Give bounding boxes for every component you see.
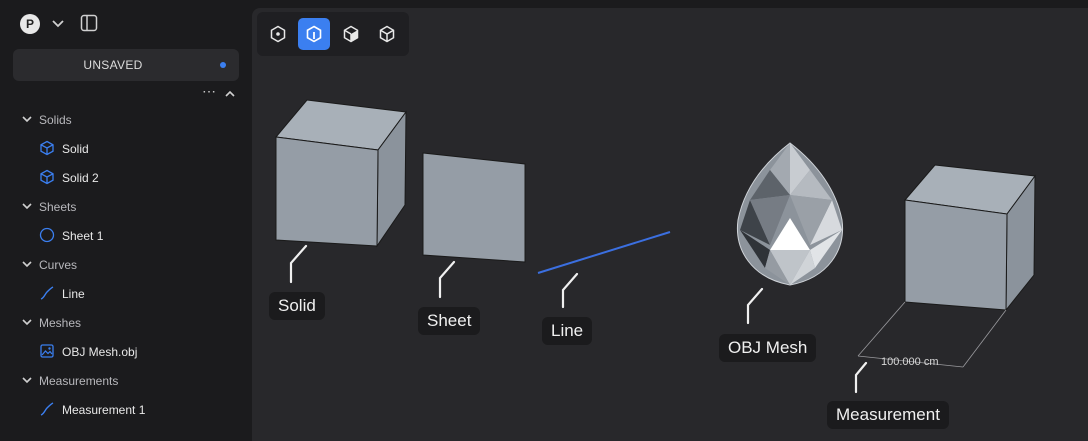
tree-item-label: Solid 2 <box>62 171 99 185</box>
tree-group-label: Measurements <box>39 374 119 388</box>
avatar[interactable]: P <box>20 14 40 34</box>
tree-group-solids[interactable]: Solids <box>0 105 252 134</box>
curve-icon <box>39 285 55 304</box>
tree-group-label: Solids <box>39 113 72 127</box>
tree-item[interactable]: Sheet 1 <box>0 221 252 250</box>
solid-2-cube[interactable] <box>904 164 1036 312</box>
selection-mode-toolbar <box>257 12 409 56</box>
label-line: Line <box>542 317 593 345</box>
chevron-down-icon[interactable] <box>21 374 33 389</box>
tree-item-label: Sheet 1 <box>62 229 104 243</box>
solid-cube[interactable] <box>275 99 407 248</box>
chevron-down-icon[interactable] <box>21 258 33 273</box>
tree-item[interactable]: Solid 2 <box>0 163 252 192</box>
chevron-down-icon[interactable] <box>21 113 33 128</box>
sidebar-toggle-icon[interactable] <box>80 14 98 32</box>
label-solid: Solid <box>269 292 325 320</box>
chevron-down-icon[interactable] <box>21 200 33 215</box>
tree-group-sheets[interactable]: Sheets <box>0 192 252 221</box>
image-icon <box>39 343 55 362</box>
tree-item[interactable]: Solid <box>0 134 252 163</box>
wireframe-mode-button[interactable] <box>371 18 403 50</box>
collapse-all-icon[interactable] <box>224 88 236 100</box>
unsaved-indicator-dot <box>220 62 226 68</box>
chevron-down-icon[interactable] <box>50 15 66 31</box>
line-curve[interactable] <box>537 231 671 274</box>
tree-item-label: OBJ Mesh.obj <box>62 345 138 359</box>
tree-tools: ⋯ <box>202 83 242 102</box>
circle-outline-icon <box>39 227 55 246</box>
tree-item-label: Measurement 1 <box>62 403 146 417</box>
save-status-bar[interactable]: UNSAVED <box>13 49 239 81</box>
cube-outline-icon <box>39 140 55 159</box>
tree-group-curves[interactable]: Curves <box>0 250 252 279</box>
label-sheet: Sheet <box>418 307 481 335</box>
solid-mode-button[interactable] <box>335 18 367 50</box>
face-mode-button[interactable] <box>298 18 330 50</box>
tree-item-label: Solid <box>62 142 89 156</box>
wireframe-mode-icon <box>379 25 395 43</box>
tree-item[interactable]: Measurement 1 <box>0 395 252 424</box>
cube-outline-icon <box>39 169 55 188</box>
tree-group-label: Meshes <box>39 316 82 330</box>
tree-group-label: Sheets <box>39 200 77 214</box>
label-obj-mesh: OBJ Mesh <box>719 334 817 362</box>
face-mode-icon <box>306 25 322 43</box>
sheet-surface[interactable] <box>422 152 526 263</box>
measurement-guide[interactable] <box>857 301 1007 368</box>
tree-item-label: Line <box>62 287 85 301</box>
tree-group-measurements[interactable]: Measurements <box>0 366 252 395</box>
obj-mesh[interactable] <box>736 142 844 286</box>
chevron-down-icon[interactable] <box>21 316 33 331</box>
point-mode-button[interactable] <box>262 18 294 50</box>
solid-mode-icon <box>343 25 359 43</box>
tree-item[interactable]: Line <box>0 279 252 308</box>
sidebar-header: P <box>20 12 230 38</box>
tree-group-label: Curves <box>39 258 78 272</box>
label-measurement: Measurement <box>827 401 949 429</box>
curve-icon <box>39 401 55 420</box>
save-status-label: UNSAVED <box>83 58 143 72</box>
tree-item[interactable]: OBJ Mesh.obj <box>0 337 252 366</box>
more-options-icon[interactable]: ⋯ <box>202 83 216 99</box>
label-leaders <box>289 244 868 394</box>
point-mode-icon <box>270 25 286 43</box>
measurement-value: 100.000 cm <box>881 356 939 368</box>
tree-group-meshes[interactable]: Meshes <box>0 308 252 337</box>
